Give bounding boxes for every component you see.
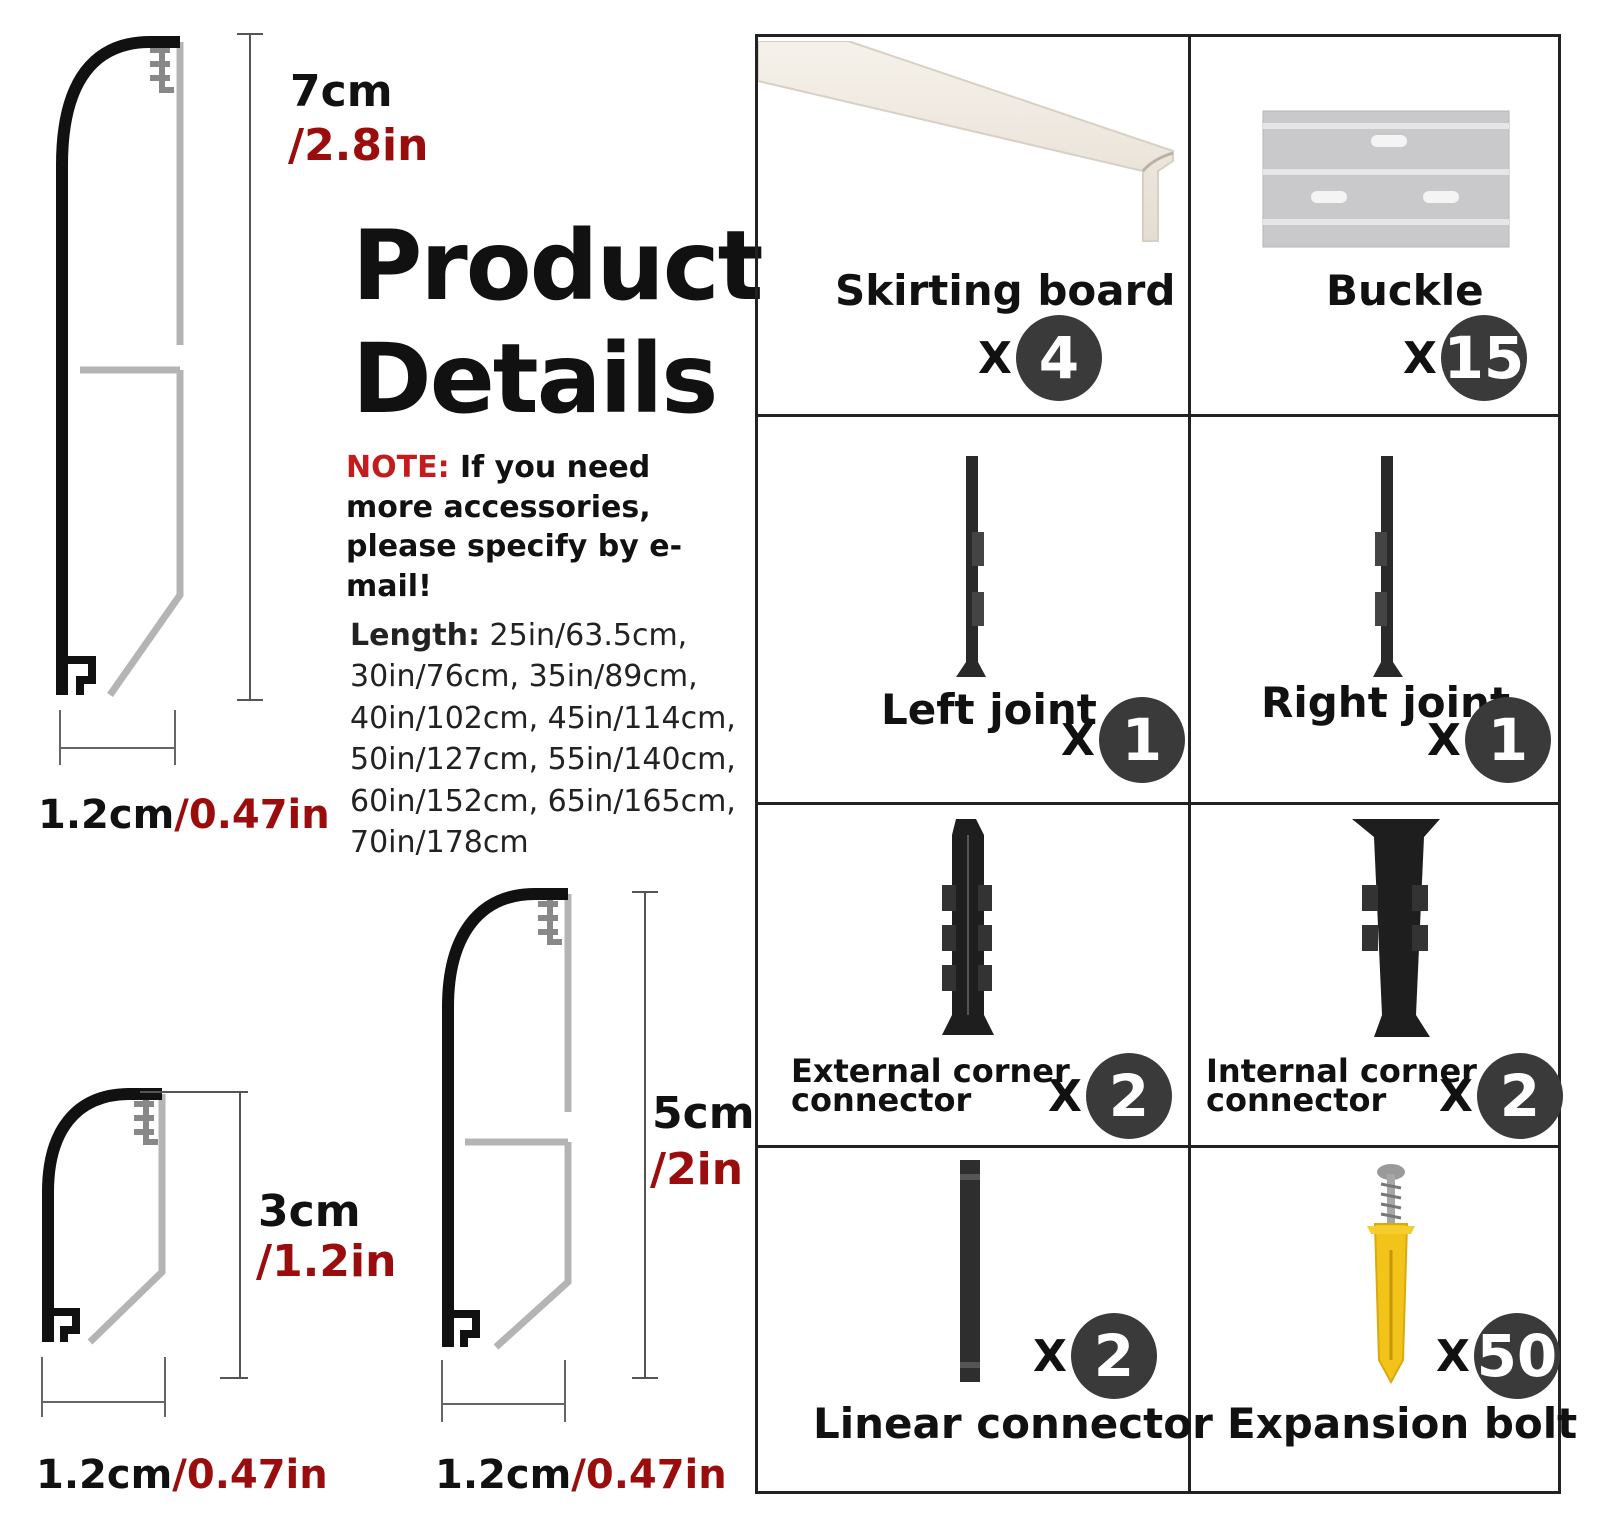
page-title-line1: Product [352, 210, 764, 322]
quantity-badge: 15 [1440, 315, 1527, 401]
item-external-corner-connector: External corner connector X 2 [758, 805, 1188, 1145]
right-joint-image [1373, 456, 1403, 677]
profile-5cm-width-label: 1.2cm/0.47in [435, 1455, 727, 1495]
skirting-board-image [758, 41, 1174, 242]
profile-7cm-width-cm: 1.2cm [38, 792, 175, 838]
item-name-line1: Internal corner [1206, 1052, 1477, 1090]
height-dimension-line-5cm [632, 891, 658, 1379]
item-quantity: X 50 [1436, 1313, 1560, 1399]
skirting-profile-3cm-diagram [41, 1088, 166, 1417]
item-name: Buckle [1326, 266, 1484, 315]
internal-corner-image [1352, 819, 1440, 1037]
skirting-profile-7cm-diagram [56, 36, 184, 765]
linear-connector-image [960, 1160, 980, 1382]
expansion-bolt-image [1367, 1164, 1415, 1385]
profile-5cm-width-in: /0.47in [571, 1452, 727, 1498]
times-symbol: X [1436, 1330, 1470, 1382]
item-name: Expansion bolt [1227, 1399, 1578, 1448]
item-name: Linear connector [813, 1399, 1213, 1448]
item-name: Left joint [881, 685, 1097, 734]
external-corner-image [942, 819, 994, 1035]
times-symbol: X [1403, 332, 1437, 384]
length-values: 25in/63.5cm, 30in/76cm, 35in/89cm, 40in/… [350, 618, 736, 860]
item-buckle: Buckle X 15 [1191, 37, 1558, 414]
item-quantity: X 15 [1403, 315, 1527, 401]
grid-divider-vertical [1188, 37, 1191, 1491]
quantity-badge: 2 [1476, 1053, 1563, 1139]
package-contents-grid: Skirting board X 4 Buckle X 15 Left jo [755, 34, 1577, 1494]
profile-5cm-width-cm: 1.2cm [435, 1452, 572, 1498]
item-quantity: X 1 [1427, 697, 1551, 783]
note-label: NOTE: [346, 450, 450, 485]
profile-7cm-height-cm: 7cm [290, 66, 393, 117]
quantity-badge: 2 [1070, 1313, 1157, 1399]
profile-7cm-width-in: /0.47in [174, 792, 330, 838]
item-name-line1: External corner [791, 1052, 1070, 1090]
grid-divider [758, 414, 1558, 417]
item-skirting-board: Skirting board X 4 [758, 37, 1188, 414]
times-symbol: X [1061, 714, 1095, 766]
grid-divider [758, 1145, 1558, 1148]
grid-divider [758, 802, 1558, 805]
item-name: Right joint [1261, 678, 1511, 727]
profile-3cm-width-cm: 1.2cm [36, 1452, 173, 1498]
accessories-note: NOTE: If you need more accessories, plea… [346, 448, 726, 606]
profile-7cm-height-in: /2.8in [288, 120, 429, 171]
height-dimension-line-3cm [140, 1091, 248, 1379]
item-name: Internal corner connector [1206, 1052, 1477, 1120]
item-right-joint: Right joint X 1 [1191, 417, 1558, 802]
quantity-badge: 50 [1473, 1313, 1560, 1399]
quantity-badge: 1 [1098, 697, 1185, 783]
quantity-badge: 1 [1464, 697, 1551, 783]
profile-7cm-width-label: 1.2cm/0.47in [38, 795, 330, 835]
item-quantity: X 1 [1061, 697, 1185, 783]
quantity-badge: 4 [1015, 315, 1102, 401]
profile-3cm-height-cm: 3cm [258, 1186, 361, 1237]
profile-5cm-height-cm: 5cm [652, 1088, 755, 1139]
item-quantity: X 2 [1033, 1313, 1157, 1399]
item-linear-connector: Linear connector X 2 [758, 1148, 1213, 1491]
quantity-badge: 2 [1085, 1053, 1172, 1139]
times-symbol: X [1048, 1070, 1082, 1122]
buckle-image [1262, 110, 1510, 248]
note-text: If you need more accessories, please spe… [346, 450, 683, 604]
item-name-line2: connector [1206, 1081, 1387, 1120]
item-name: Skirting board [835, 266, 1176, 315]
height-dimension-line-7cm [237, 33, 263, 701]
page-title-line2: Details [352, 323, 718, 436]
times-symbol: X [1427, 714, 1461, 766]
profile-3cm-width-label: 1.2cm/0.47in [36, 1455, 328, 1495]
item-quantity: X 2 [1439, 1053, 1563, 1139]
length-label: Length: [350, 618, 480, 653]
skirting-profile-5cm-diagram [441, 888, 572, 1422]
item-left-joint: Left joint X 1 [758, 417, 1188, 802]
item-quantity: X 4 [978, 315, 1102, 401]
item-expansion-bolt: Expansion bolt X 50 [1191, 1148, 1577, 1491]
profile-3cm-height-in: /1.2in [256, 1236, 397, 1287]
times-symbol: X [1439, 1070, 1473, 1122]
item-name: External corner connector [791, 1052, 1070, 1120]
left-joint-image [956, 456, 986, 677]
item-internal-corner-connector: Internal corner connector X 2 [1191, 805, 1563, 1145]
length-options: Length: 25in/63.5cm, 30in/76cm, 35in/89c… [350, 615, 740, 863]
item-name-line2: connector [791, 1081, 972, 1120]
item-quantity: X 2 [1048, 1053, 1172, 1139]
page-title: Product Details [352, 210, 764, 437]
times-symbol: X [978, 332, 1012, 384]
profile-3cm-width-in: /0.47in [172, 1452, 328, 1498]
profile-5cm-height-in: /2in [650, 1144, 744, 1195]
times-symbol: X [1033, 1330, 1067, 1382]
